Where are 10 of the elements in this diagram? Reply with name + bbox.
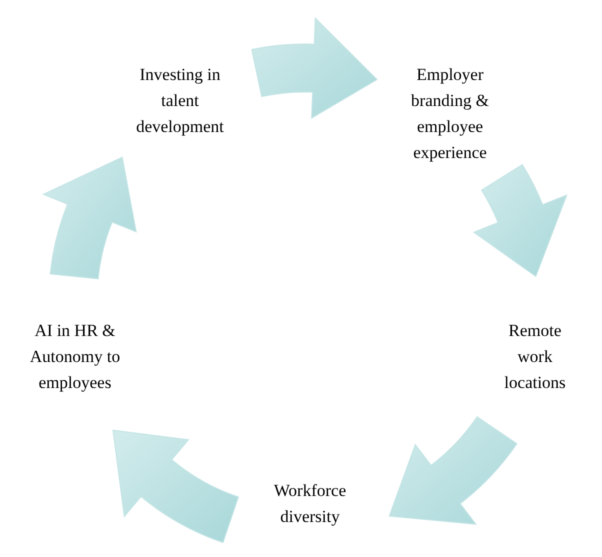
- curved-block-arrow: [251, 18, 378, 119]
- curved-block-arrow: [473, 164, 568, 277]
- cycle-step-label: Investing in talent development: [135, 64, 225, 138]
- curved-block-arrow: [112, 430, 239, 543]
- curved-block-arrow: [388, 416, 518, 525]
- cycle-step-label: Employer branding & employee experience: [410, 64, 490, 164]
- cycle-step-label: AI in HR & Autonomy to employees: [28, 320, 122, 394]
- cycle-step-label: Workforce diversity: [272, 480, 348, 528]
- cycle-step-label: Remote work locations: [503, 320, 567, 394]
- curved-block-arrow: [43, 156, 137, 280]
